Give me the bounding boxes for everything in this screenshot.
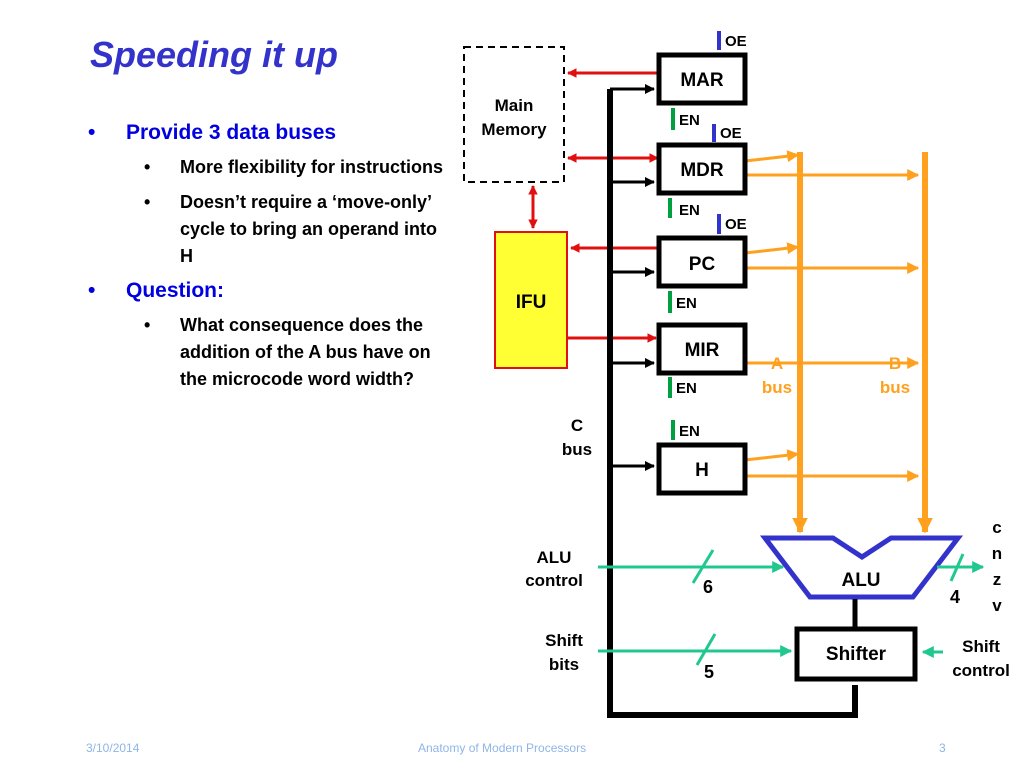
register-mir: MIR <box>656 322 748 376</box>
flag-label: n <box>992 544 1002 563</box>
c-bus-label: bus <box>562 440 592 459</box>
control-lines <box>598 549 985 666</box>
page-number: 3 <box>939 741 946 755</box>
en-label: EN <box>679 112 700 129</box>
a-bus-label: A <box>771 354 783 373</box>
bullet-glyph: • <box>144 192 151 212</box>
shift-control-label: control <box>952 661 1010 680</box>
register-h: H <box>656 442 748 496</box>
bullet-text: Question: <box>126 279 224 302</box>
bullet-glyph: • <box>88 121 96 144</box>
width-slash <box>695 633 717 666</box>
sub-bullet-text: More flexibility for instructions <box>180 157 444 177</box>
mar-label: MAR <box>680 70 724 91</box>
c-bus-label: C <box>571 416 583 435</box>
h-label: H <box>695 460 709 481</box>
shift-bits-width: 5 <box>704 662 714 682</box>
shifter-label: Shifter <box>826 644 887 665</box>
oe-signals <box>712 31 721 234</box>
a-bus-label: bus <box>762 378 792 397</box>
alu-label: ALU <box>841 570 880 591</box>
ifu-label: IFU <box>516 292 547 313</box>
flag-label: v <box>992 596 1002 615</box>
b-bus-label: B <box>889 354 901 373</box>
bullet-list: • Provide 3 data buses • More flexibilit… <box>84 120 454 401</box>
bullet-glyph: • <box>144 315 151 335</box>
alu-control-label: control <box>525 571 583 590</box>
main-memory-label: Memory <box>481 120 547 139</box>
bullet-glyph: • <box>144 157 151 177</box>
footer-title: Anatomy of Modern Processors <box>418 741 587 755</box>
shift-bits-label: bits <box>549 655 579 674</box>
width-slash <box>691 549 715 584</box>
alu-control-width: 6 <box>703 577 713 597</box>
flags-width: 4 <box>950 587 960 607</box>
oe-label: OE <box>725 216 747 233</box>
footer-date: 3/10/2014 <box>86 741 140 755</box>
register-pc: PC <box>656 235 748 289</box>
a-bus <box>744 150 808 534</box>
register-mdr: MDR <box>656 142 748 196</box>
flag-label: z <box>993 570 1002 589</box>
shift-control-label: Shift <box>962 637 1000 656</box>
sub-bullet-item: • More flexibility for instructions <box>84 154 454 181</box>
en-label: EN <box>679 423 700 440</box>
en-label: EN <box>676 295 697 312</box>
alu-control-label: ALU <box>537 548 572 567</box>
bullet-glyph: • <box>88 279 96 302</box>
oe-label: OE <box>725 33 747 50</box>
b-bus-label: bus <box>880 378 910 397</box>
shifter-block: Shifter <box>794 626 918 682</box>
bullet-item: • Question: <box>84 278 454 304</box>
oe-label: OE <box>720 125 742 142</box>
b-bus <box>745 152 933 534</box>
bullet-item: • Provide 3 data buses <box>84 120 454 146</box>
pc-label: PC <box>689 254 716 275</box>
main-memory-label: Main <box>495 96 534 115</box>
alu-block: ALU <box>759 535 964 600</box>
width-slash <box>949 553 965 582</box>
en-signals <box>668 108 675 440</box>
register-mar: MAR <box>656 52 748 106</box>
mir-label: MIR <box>685 340 720 361</box>
mdr-label: MDR <box>680 160 724 181</box>
main-memory-box: Main Memory <box>463 46 565 183</box>
flag-label: c <box>992 518 1001 537</box>
sub-bullet-text: What consequence does the addition of th… <box>180 315 431 389</box>
shift-bits-label: Shift <box>545 631 583 650</box>
sub-bullet-text: Doesn’t require a ‘move-only’ cycle to b… <box>180 192 438 266</box>
c-bus <box>607 83 858 718</box>
bullet-text: Provide 3 data buses <box>126 121 337 144</box>
sub-bullet-item: • What consequence does the addition of … <box>84 312 454 393</box>
sub-bullet-item: • Doesn’t require a ‘move-only’ cycle to… <box>84 189 454 270</box>
en-label: EN <box>679 202 700 219</box>
ifu-box: IFU <box>494 231 568 369</box>
en-label: EN <box>676 380 697 397</box>
slide-title: Speeding it up <box>90 34 338 75</box>
